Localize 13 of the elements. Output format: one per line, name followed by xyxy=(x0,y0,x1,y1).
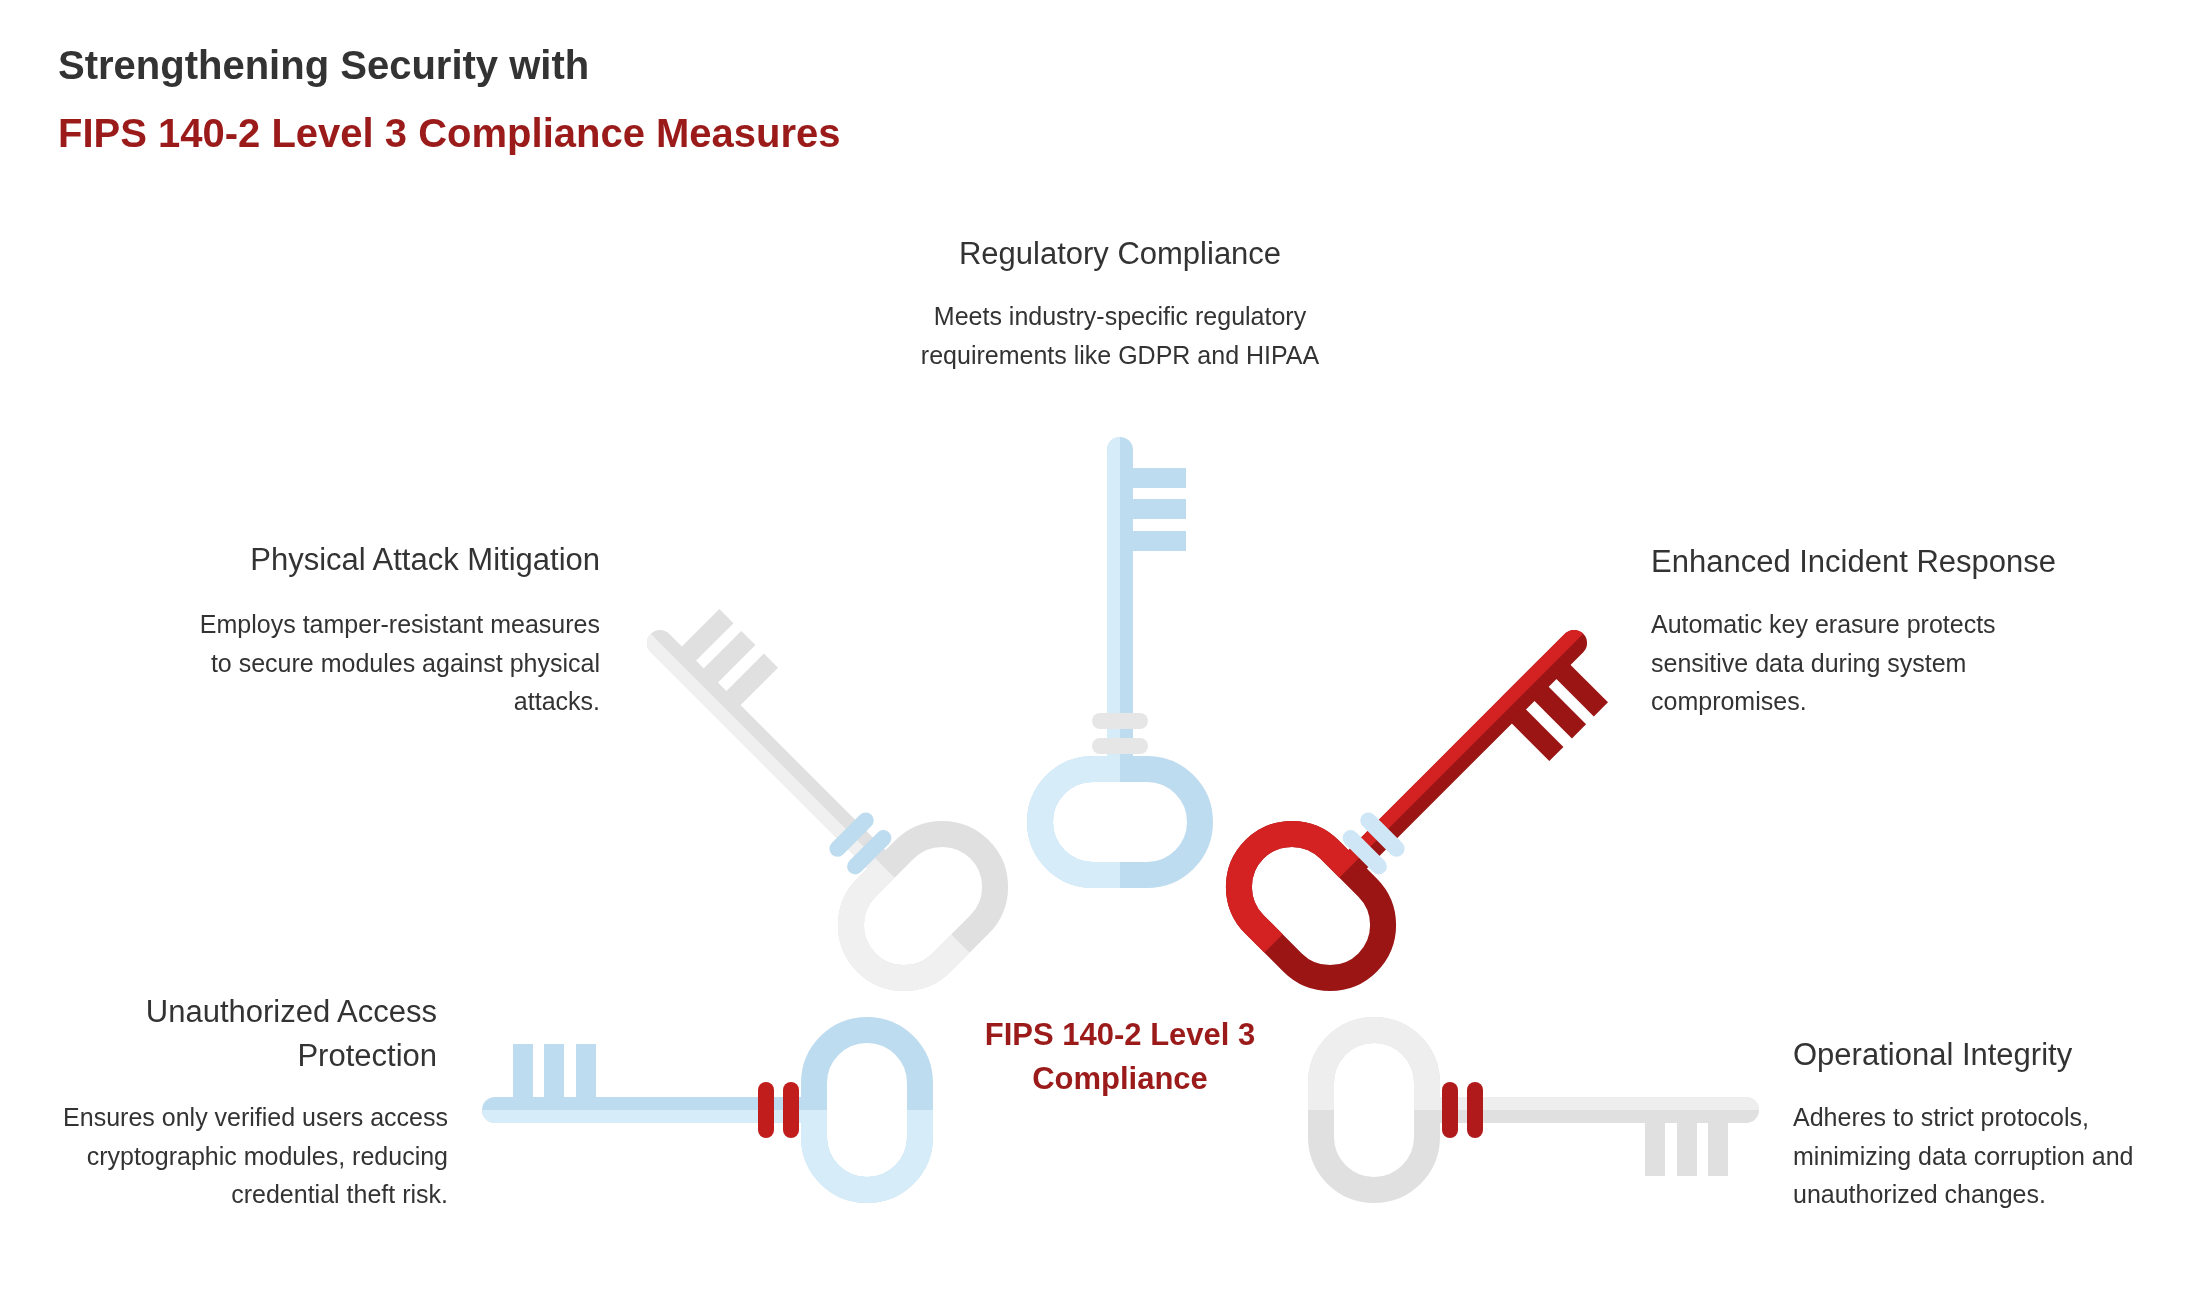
description: Adheres to strict protocols, minimizing data corruption and unauthorized changes. xyxy=(1793,1102,2135,1210)
center-label: FIPS 140-2 Level 3 Compliance xyxy=(983,1016,1257,1098)
heading: Unauthorized Access Protection xyxy=(144,993,437,1075)
heading: Enhanced Incident Response xyxy=(1651,543,2057,581)
description: Meets industry-specific regulatory requirements like GDPR and HIPAA xyxy=(919,301,1321,371)
subtitle: FIPS 140-2 Level 3 Compliance Measures xyxy=(58,110,842,157)
description: Employs tamper-resistant measures to secure modules against physical attacks. xyxy=(198,609,600,717)
heading: Regulatory Compliance xyxy=(957,235,1283,273)
description: Automatic key erasure protects sensitive data during system compromises. xyxy=(1651,609,1997,717)
description: Ensures only verified users access cryptographic modules, reducing credential theft risk. xyxy=(62,1102,448,1210)
heading: Physical Attack Mitigation xyxy=(249,541,600,579)
title: Strengthening Security with xyxy=(58,42,591,89)
heading: Operational Integrity xyxy=(1793,1036,2074,1074)
